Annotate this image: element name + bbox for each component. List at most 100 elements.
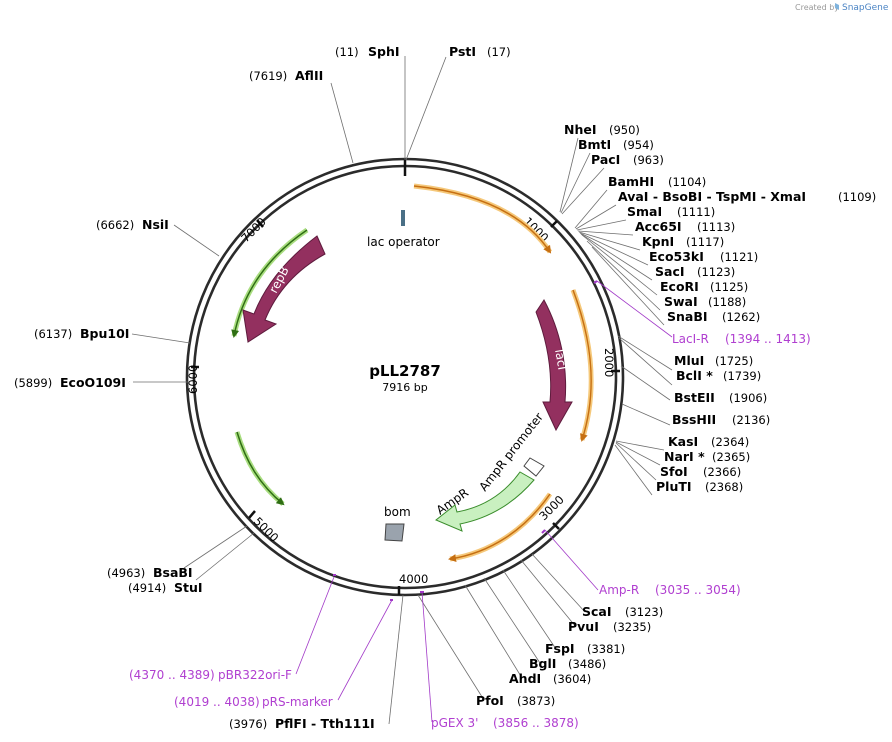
orf-arrow-laci [570, 289, 594, 441]
site-ScaI: ScaI [582, 604, 612, 619]
site-BamHI-pos: (1104) [668, 175, 706, 189]
site-BglI: BglI [529, 656, 556, 671]
site-MluI-pos: (1725) [715, 354, 753, 368]
primer-Amp-R-range: (3035 .. 3054) [655, 583, 741, 597]
site-PstI: PstI [449, 44, 476, 59]
site-FspI-pos: (3381) [587, 642, 625, 656]
site-EcoO109I-pos: (5899) [14, 376, 52, 390]
primer-pRS-marker-range: (4019 .. 4038) [174, 695, 260, 709]
tick-1000: 1000 [521, 214, 552, 245]
snapgene-brand: SnapGene [842, 3, 889, 13]
site-AhdI: AhdI [509, 671, 541, 686]
site-SmaI-pos: (1111) [677, 205, 715, 219]
primer-pRS-marker: pRS-marker [262, 695, 333, 709]
site-BsaBI: BsaBI [153, 565, 193, 580]
site-NarI-pos: (2365) [712, 450, 750, 464]
site-BglI-pos: (3486) [568, 657, 606, 671]
label-bom: bom [384, 505, 411, 519]
site-NsiI-pos: (6662) [96, 218, 134, 232]
tick-5000: 5000 [251, 514, 282, 545]
site-AvaI: AvaI - BsoBI - TspMI - XmaI [618, 189, 806, 204]
site-NsiI: NsiI [142, 217, 169, 232]
site-SnaBI: SnaBI [667, 309, 708, 324]
primer-pBR322ori-F: pBR322ori-F [218, 668, 292, 682]
site-StuI-pos: (4914) [128, 581, 166, 595]
site-KpnI-pos: (1117) [686, 235, 724, 249]
site-BamHI: BamHI [608, 174, 654, 189]
site-SphI-pos: (11) [335, 45, 359, 59]
leader-lines [131, 56, 673, 725]
site-Bpu10I-pos: (6137) [34, 327, 72, 341]
site-AvaI-pos: (1109) [838, 190, 876, 204]
site-KasI: KasI [668, 434, 698, 449]
site-BstEII-pos: (1906) [729, 391, 767, 405]
site-NheI-pos: (950) [609, 123, 640, 137]
site-Acc65I-pos: (1113) [697, 220, 735, 234]
site-BssHII: BssHII [672, 412, 716, 427]
primer-pGEX3-range: (3856 .. 3878) [493, 716, 579, 730]
tick-marks [191, 159, 620, 595]
site-BssHII-pos: (2136) [732, 413, 770, 427]
tick-4000: 4000 [399, 572, 428, 586]
site-SacI-pos: (1123) [697, 265, 735, 279]
site-StuI: StuI [174, 580, 203, 595]
primer-LacI-R-range: (1394 .. 1413) [725, 332, 811, 346]
site-Eco53kI: Eco53kI [649, 249, 704, 264]
site-SacI: SacI [655, 264, 685, 279]
site-ScaI-pos: (3123) [625, 605, 663, 619]
site-Eco53kI-pos: (1121) [720, 250, 758, 264]
primer-pBR322ori-F-range: (4370 .. 4389) [129, 668, 215, 682]
site-EcoRI: EcoRI [660, 279, 699, 294]
site-NarI: NarI * [664, 449, 705, 464]
site-SfoI: SfoI [660, 464, 688, 479]
label-lacI: lacI [552, 348, 569, 371]
site-PflFI-pos: (3976) [229, 717, 267, 731]
site-AhdI-pos: (3604) [553, 672, 591, 686]
credit-text: Created by [795, 3, 839, 12]
feature-lacI [535, 299, 573, 432]
site-Bpu10I: Bpu10I [80, 326, 129, 341]
label-lac-operator: lac operator [367, 235, 440, 249]
site-NheI: NheI [564, 122, 597, 137]
orf-arrow-left-lower [234, 431, 285, 506]
feature-AmpR [435, 471, 535, 532]
tick-2000: 2000 [602, 348, 616, 377]
site-SwaI: SwaI [664, 294, 698, 309]
site-BmtI: BmtI [578, 137, 611, 152]
site-SphI: SphI [368, 44, 400, 59]
plasmid-size: 7916 bp [382, 381, 427, 394]
site-BmtI-pos: (954) [623, 138, 654, 152]
site-PfoI-pos: (3873) [517, 694, 555, 708]
label-AmpR-promoter: AmpR promoter [476, 410, 546, 494]
feature-AmpR-promoter [523, 457, 545, 477]
primer-marks [333, 280, 598, 601]
site-MluI: MluI [674, 353, 704, 368]
tick-6000: 6000 [186, 365, 200, 394]
site-SfoI-pos: (2366) [703, 465, 741, 479]
site-PacI-pos: (963) [633, 153, 664, 167]
feature-repB [242, 235, 326, 343]
site-Acc65I: Acc65I [635, 219, 682, 234]
feature-lac-operator [401, 210, 405, 226]
snapgene-logo-icon [835, 3, 839, 10]
site-KasI-pos: (2364) [711, 435, 749, 449]
site-BstEII: BstEII [674, 390, 715, 405]
site-SmaI: SmaI [627, 204, 662, 219]
site-FspI: FspI [545, 641, 575, 656]
site-BclI: BclI * [676, 368, 713, 383]
site-EcoRI-pos: (1125) [710, 280, 748, 294]
site-PacI: PacI [591, 152, 620, 167]
site-PstI-pos: (17) [487, 45, 511, 59]
site-KpnI: KpnI [642, 234, 674, 249]
primer-pGEX3: pGEX 3' [431, 716, 478, 730]
site-PvuI-pos: (3235) [613, 620, 651, 634]
site-PflFI: PflFI - Tth111I [275, 716, 375, 731]
site-BclI-pos: (1739) [723, 369, 761, 383]
site-PfoI: PfoI [476, 693, 504, 708]
primer-LacI-R: LacI-R [672, 332, 709, 346]
site-PluTI-pos: (2368) [705, 480, 743, 494]
site-SnaBI-pos: (1262) [722, 310, 760, 324]
primer-Amp-R: Amp-R [599, 583, 639, 597]
site-PvuI: PvuI [568, 619, 599, 634]
